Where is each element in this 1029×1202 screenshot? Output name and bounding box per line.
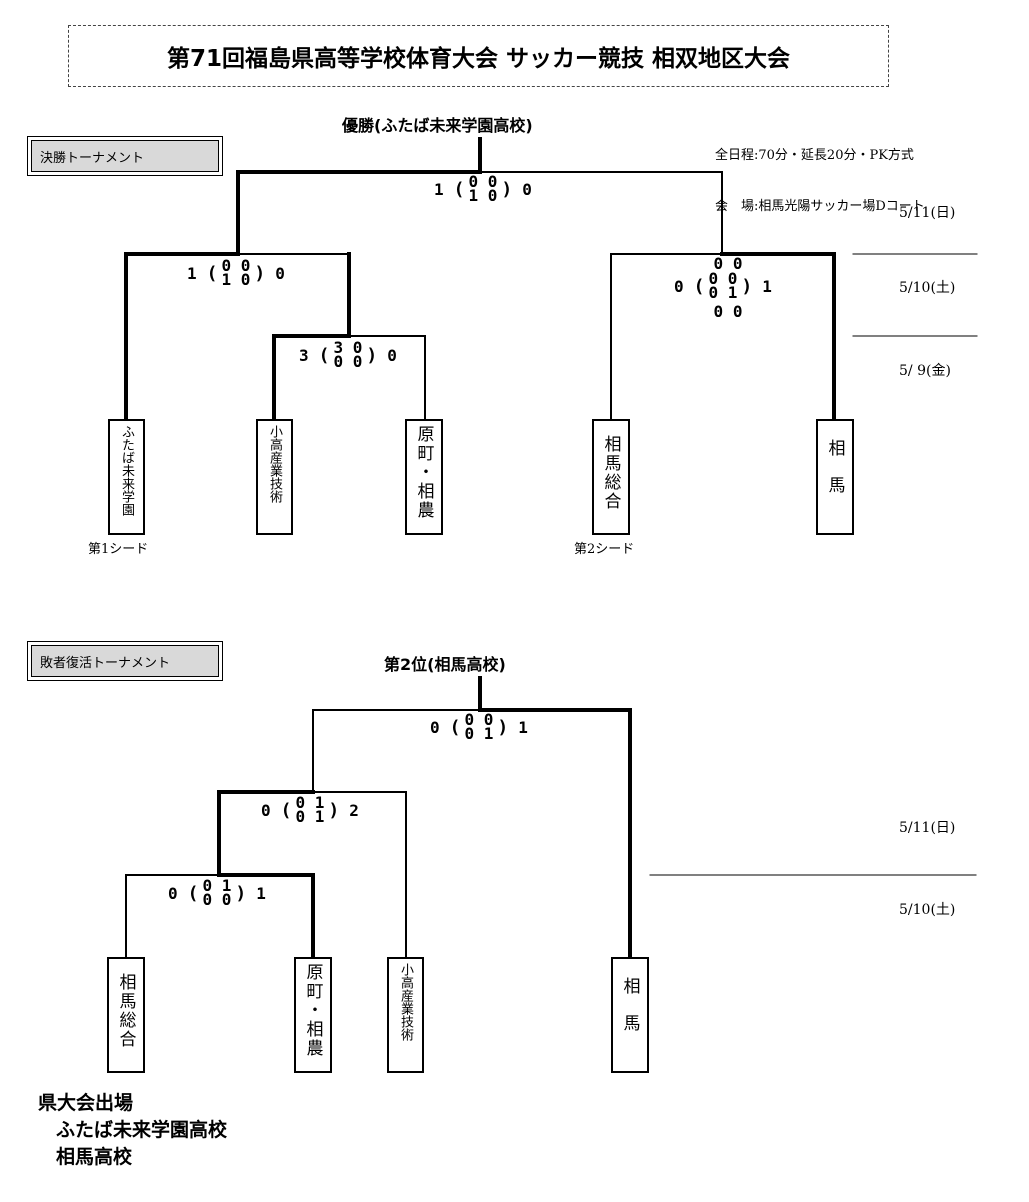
- date-label: 5/10(土): [899, 902, 956, 918]
- qualification-list: 県大会出場 ふたば未来学園高校 相馬高校: [38, 1090, 227, 1171]
- date-label: 5/11(日): [899, 820, 956, 836]
- date-label: 5/ 9(金): [899, 363, 951, 379]
- main-tournament-label-text: 決勝トーナメント: [40, 150, 145, 166]
- score-first-half: 0 1: [295, 793, 325, 812]
- main-tournament-label: 決勝トーナメント: [31, 140, 219, 172]
- seed-label: 第1シード: [88, 542, 149, 557]
- score-right: 0: [522, 179, 532, 199]
- score-second-half: 0 0: [202, 890, 232, 909]
- venue-info: 全日程:70分・延長20分・PK方式 会 場:相馬光陽サッカー場Dコート: [715, 113, 925, 232]
- rep-team-soma-sogo: 相馬総合: [107, 957, 145, 1073]
- score-left: 0: [430, 717, 440, 737]
- page-title: 第71回福島県高等学校体育大会 サッカー競技 相双地区大会: [166, 46, 791, 72]
- score-pk: 0 0: [713, 302, 743, 321]
- repechage-label: 敗者復活トーナメント: [31, 645, 219, 677]
- score-left: 0: [168, 883, 178, 903]
- score-first-half: 0 0: [708, 269, 738, 288]
- score-left: 0: [674, 276, 684, 296]
- champion-label: 優勝(ふたば未来学園高校): [342, 116, 533, 135]
- score-second-half: 0 0: [333, 352, 363, 371]
- score-second-half: 0 1: [708, 283, 738, 302]
- qualified-team: ふたば未来学園高校: [56, 1119, 228, 1141]
- score-first-half: 0 0: [221, 256, 251, 275]
- score-pre: 0 0: [713, 254, 743, 273]
- qualification-heading: 県大会出場: [38, 1092, 134, 1114]
- title-box: 第71回福島県高等学校体育大会 サッカー競技 相双地区大会: [68, 25, 889, 87]
- team-futaba: ふたば未来学園: [108, 419, 145, 535]
- score-left: 0: [261, 800, 271, 820]
- score-right: 1: [256, 883, 266, 903]
- schedule-rule: 全日程:70分・延長20分・PK方式: [715, 148, 914, 163]
- score-right: 1: [762, 276, 772, 296]
- team-soma: 相馬: [816, 419, 854, 535]
- seed-label: 第2シード: [574, 542, 635, 557]
- rep-team-haramachi: 原町・相農: [294, 957, 332, 1073]
- score-right: 0: [387, 345, 397, 365]
- date-label: 5/10(土): [899, 280, 956, 296]
- score-first-half: 0 0: [468, 172, 498, 191]
- team-soma-sogo: 相馬総合: [592, 419, 630, 535]
- score-left: 3: [299, 345, 309, 365]
- qualified-team: 相馬高校: [56, 1146, 133, 1168]
- score-left: 1: [187, 263, 197, 283]
- score-left: 1: [434, 179, 444, 199]
- score-right: 1: [518, 717, 528, 737]
- score-first-half: 3 0: [333, 338, 363, 357]
- team-odaka: 小高産業技術: [256, 419, 293, 535]
- score-second-half: 1 0: [221, 270, 251, 289]
- score-first-half: 0 1: [202, 876, 232, 895]
- score-second-half: 1 0: [468, 186, 498, 205]
- score-second-half: 0 1: [464, 724, 494, 743]
- date-label: 5/11(日): [899, 205, 956, 221]
- score-second-half: 0 1: [295, 807, 325, 826]
- score-right: 0: [275, 263, 285, 283]
- repechage-label-text: 敗者復活トーナメント: [40, 655, 171, 671]
- runner-up-label: 第2位(相馬高校): [384, 655, 506, 674]
- rep-team-soma: 相馬: [611, 957, 649, 1073]
- team-haramachi: 原町・相農: [405, 419, 443, 535]
- rep-team-odaka: 小高産業技術: [387, 957, 424, 1073]
- score-right: 2: [349, 800, 359, 820]
- score-first-half: 0 0: [464, 710, 494, 729]
